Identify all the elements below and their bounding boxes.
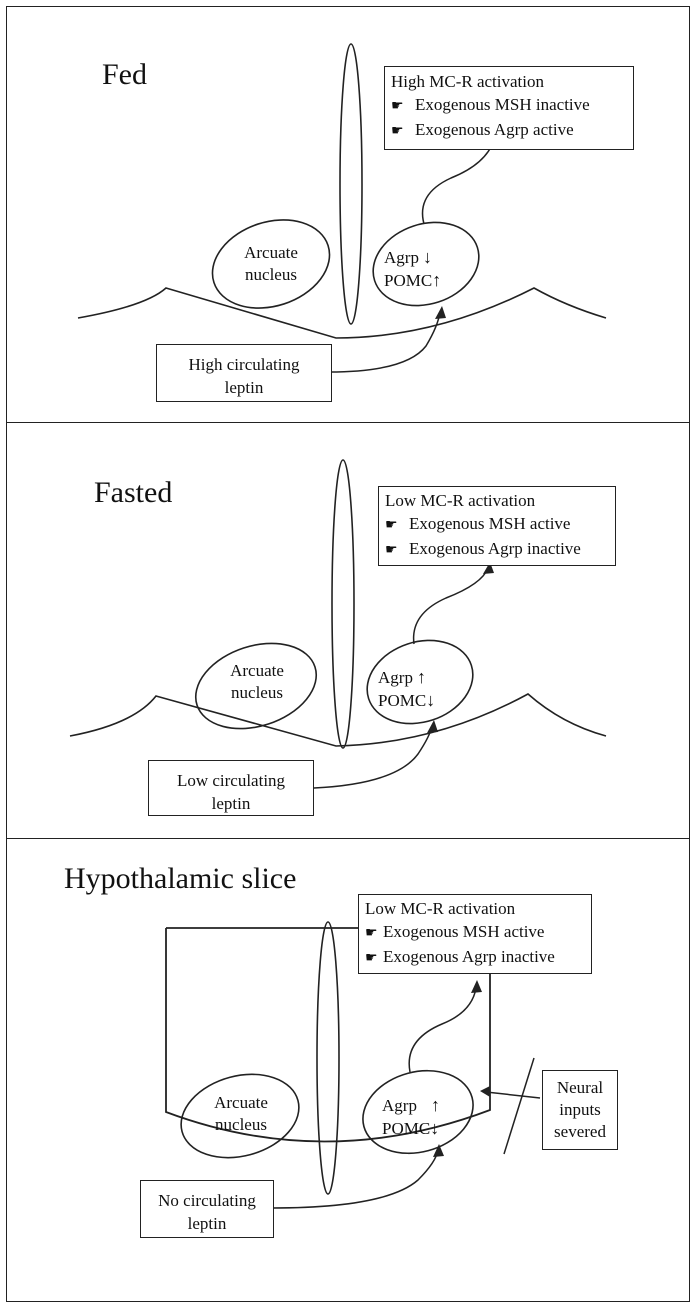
third-ventricle xyxy=(316,921,340,1195)
panel-title: Fed xyxy=(102,58,147,91)
severed-cut-line xyxy=(503,1057,535,1155)
leptin-line: High circulating xyxy=(188,355,300,374)
slice-outline xyxy=(165,927,491,1143)
output-arrow xyxy=(408,987,477,1073)
agrp-label: Agrp xyxy=(382,1096,417,1115)
info-line: Exogenous MSH active xyxy=(409,514,571,533)
output-arrowhead xyxy=(471,980,482,993)
neural-line: inputs xyxy=(559,1100,601,1119)
leptin-box: No circulating leptin xyxy=(140,1180,274,1238)
leptin-box: Low circulating leptin xyxy=(148,760,314,816)
agrp-arrow: ↓ xyxy=(422,247,432,267)
pointing-hand-icon: ☛ xyxy=(391,99,404,114)
output-arrow xyxy=(412,567,489,645)
neuron-label: Agrp↑ POMC↓ xyxy=(378,666,435,712)
pomc-arrow: ↑ xyxy=(432,270,442,290)
neural-inputs-box: Neural inputs severed xyxy=(542,1070,618,1150)
figure-frame xyxy=(6,6,690,1302)
pomc-label: POMC xyxy=(378,691,427,710)
neural-line: severed xyxy=(554,1122,606,1141)
panel-title: Fasted xyxy=(94,476,173,509)
neuron-ellipse xyxy=(366,639,474,725)
neuron-ellipse xyxy=(362,1069,474,1155)
info-line: Exogenous Agrp inactive xyxy=(383,947,555,966)
neural-line: Neural xyxy=(556,1078,604,1097)
mcr-info-box: High MC-R activation ☛ Exogenous MSH inac… xyxy=(384,66,634,150)
leptin-line: No circulating xyxy=(158,1191,256,1210)
output-arrow xyxy=(421,139,495,225)
nucleus-line: nucleus xyxy=(215,1115,267,1134)
leptin-box: High circulating leptin xyxy=(156,344,332,402)
third-ventricle xyxy=(331,459,355,749)
pointing-hand-icon: ☛ xyxy=(385,518,398,533)
neural-input-arrowhead xyxy=(480,1086,490,1097)
tissue-outline xyxy=(69,693,607,747)
arcuate-nucleus-label: Arcuate nucleus xyxy=(228,242,314,286)
neural-input-line xyxy=(485,1091,541,1099)
pomc-arrow: ↓ xyxy=(430,1118,440,1138)
agrp-label: Agrp xyxy=(384,248,419,267)
info-heading: Low MC-R activation xyxy=(385,491,536,510)
panel-divider xyxy=(6,838,690,839)
panel-title: Hypothalamic slice xyxy=(64,862,297,895)
nucleus-line: nucleus xyxy=(245,265,297,284)
tissue-outline xyxy=(77,287,607,339)
nucleus-line: Arcuate xyxy=(244,243,298,262)
leptin-arrowhead xyxy=(427,720,438,733)
panel-divider xyxy=(6,422,690,423)
leptin-line: leptin xyxy=(211,794,251,813)
pomc-arrow: ↓ xyxy=(426,690,436,710)
output-arrowhead xyxy=(483,562,494,574)
panel-slice-drawing xyxy=(165,921,541,1209)
agrp-arrow: ↑ xyxy=(430,1095,440,1115)
mcr-info-box: Low MC-R activation ☛ Exogenous MSH activ… xyxy=(358,894,592,974)
pointing-hand-icon: ☛ xyxy=(385,543,398,558)
pomc-label: POMC xyxy=(382,1119,431,1138)
arcuate-nucleus-label: Arcuate nucleus xyxy=(212,660,302,704)
mcr-info-box: Low MC-R activation ☛ Exogenous MSH activ… xyxy=(378,486,616,566)
third-ventricle xyxy=(339,43,363,325)
info-line: Exogenous MSH inactive xyxy=(415,95,590,114)
panel-fed-drawing xyxy=(77,43,607,373)
arcuate-nucleus-label: Arcuate nucleus xyxy=(196,1092,286,1136)
info-heading: Low MC-R activation xyxy=(365,899,516,918)
neuron-label: Agrp ↑ POMC↓ xyxy=(382,1094,440,1140)
leptin-line: Low circulating xyxy=(176,771,286,790)
neuron-label: Agrp↓ POMC↑ xyxy=(384,246,441,292)
leptin-arrow xyxy=(313,725,433,789)
pointing-hand-icon: ☛ xyxy=(365,926,378,941)
agrp-arrow: ↑ xyxy=(416,667,426,687)
agrp-label: Agrp xyxy=(378,668,413,687)
info-line: Exogenous Agrp inactive xyxy=(409,539,581,558)
panel-hypothalamic-slice: Hypothalamic slice Low MC-R activation ☛… xyxy=(6,840,690,1298)
leptin-line: leptin xyxy=(187,1214,227,1233)
info-line: Exogenous MSH active xyxy=(383,922,545,941)
neuron-ellipse xyxy=(372,221,480,307)
pomc-label: POMC xyxy=(384,271,433,290)
pointing-hand-icon: ☛ xyxy=(365,951,378,966)
leptin-arrowhead xyxy=(435,306,446,319)
info-heading: High MC-R activation xyxy=(391,72,544,91)
info-line: Exogenous Agrp active xyxy=(415,120,574,139)
arcuate-nucleus-ellipse xyxy=(211,219,331,309)
arcuate-nucleus-ellipse xyxy=(180,1073,300,1159)
leptin-arrowhead xyxy=(433,1144,444,1157)
nucleus-line: Arcuate xyxy=(214,1093,268,1112)
leptin-line: leptin xyxy=(224,378,264,397)
nucleus-line: Arcuate xyxy=(230,661,284,680)
nucleus-line: nucleus xyxy=(231,683,283,702)
panel-fed: Fed High MC-R activation ☛ Exogenous MSH … xyxy=(6,6,690,418)
pointing-hand-icon: ☛ xyxy=(391,124,404,139)
leptin-arrow xyxy=(328,311,441,373)
panel-fasted-drawing xyxy=(69,459,607,789)
leptin-arrow xyxy=(271,1149,439,1209)
arcuate-nucleus-ellipse xyxy=(194,642,318,730)
panel-fasted: Fasted Low MC-R activation ☛ Exogenous MS… xyxy=(6,424,690,836)
